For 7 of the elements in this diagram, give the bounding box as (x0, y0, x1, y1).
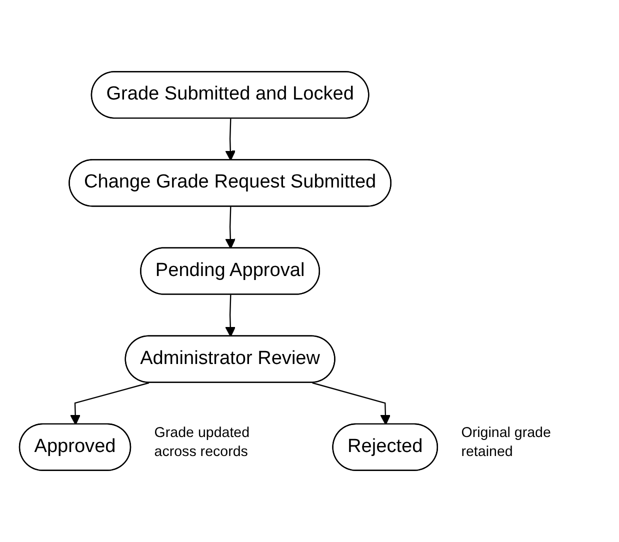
node-note: Original grade retained (460, 424, 552, 462)
arrow (224, 206, 236, 249)
node-note: Grade updated across records (154, 424, 250, 462)
arrow (224, 118, 236, 161)
arrow (70, 382, 149, 426)
arrow (224, 294, 236, 337)
arrow (312, 382, 390, 426)
